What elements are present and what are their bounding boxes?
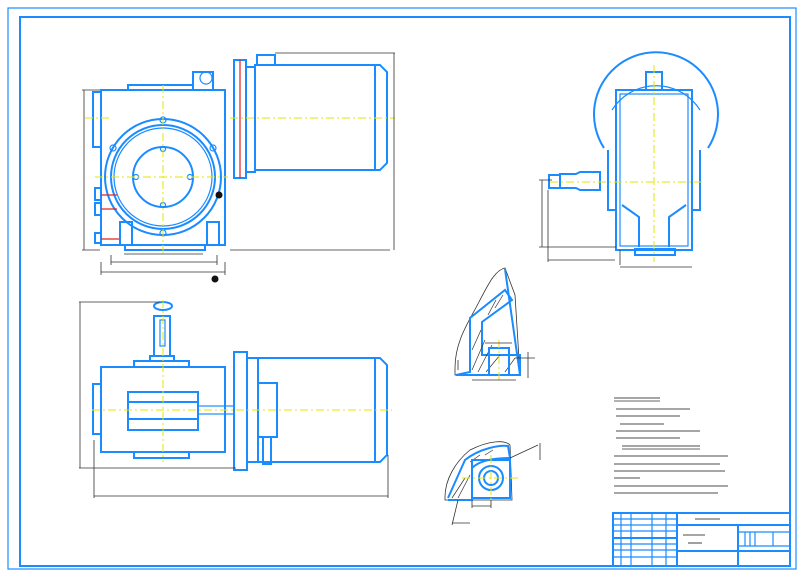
title-block (612, 512, 791, 567)
technical-notes (614, 397, 728, 494)
side-view (539, 51, 719, 268)
top-view (79, 300, 392, 498)
inner-frame (19, 16, 791, 567)
front-view (82, 52, 395, 283)
outer-frame (7, 7, 797, 570)
section-b (444, 441, 541, 526)
section-a (454, 267, 535, 382)
